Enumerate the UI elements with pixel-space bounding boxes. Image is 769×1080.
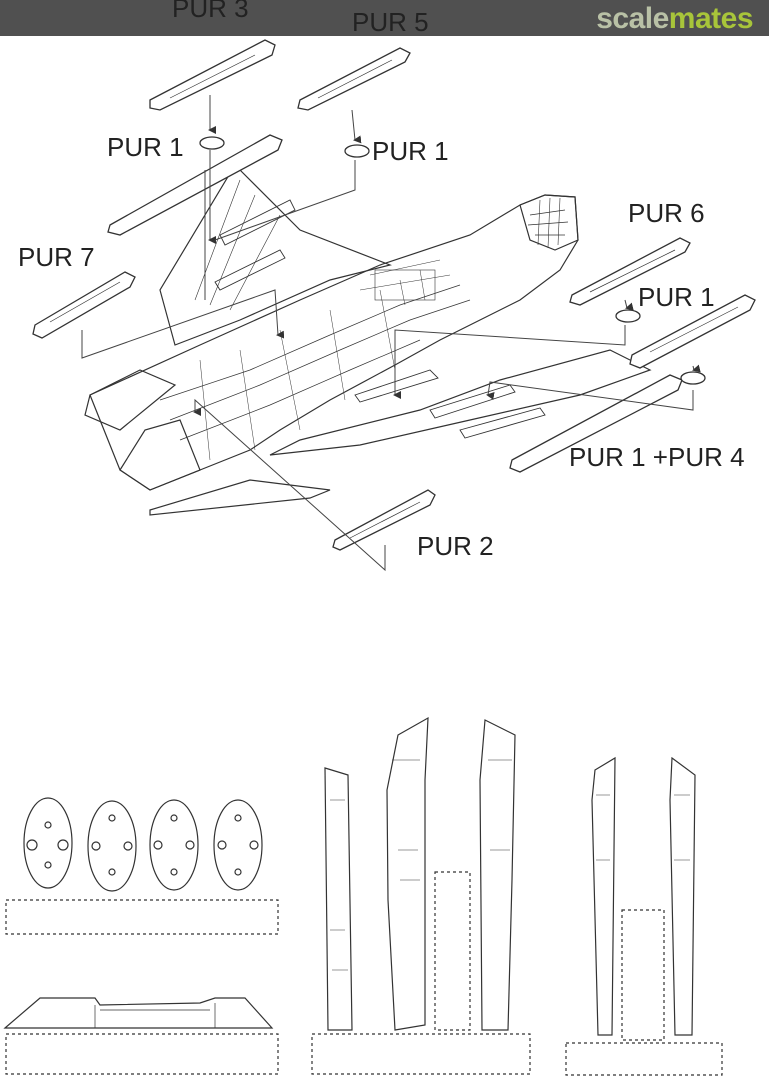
left-wing: [159, 164, 392, 346]
label-pur2: PUR 2: [417, 531, 494, 561]
pylon-pur2: [332, 489, 436, 551]
scalemates-watermark: scalemates: [596, 2, 753, 35]
pur1-disk-right: [615, 309, 641, 323]
vertical-tail: [119, 419, 201, 491]
parts-sheet: [3, 716, 723, 1076]
label-pur1-right: PUR 1: [638, 282, 715, 312]
label-pur6: PUR 6: [628, 198, 705, 228]
pylon-strip-e: [669, 756, 696, 1036]
label-pur1-center: PUR 1: [372, 136, 449, 166]
pur1-oval-parts: [23, 797, 263, 892]
sprue-frame-1: [5, 899, 279, 935]
fuselage-outline: [89, 194, 579, 491]
pylon-strip-a: [324, 767, 353, 1031]
sprue-frame-5: [621, 909, 665, 1041]
pylon-pur6: [569, 237, 691, 306]
right-wing: [269, 349, 652, 456]
pylon-upper-wing: [107, 134, 283, 236]
pylon-right-upper: [629, 294, 756, 369]
pylon-pur7: [32, 271, 136, 339]
pylon-strip-b: [386, 716, 429, 1031]
pylon-pur5: [297, 47, 411, 111]
sprue-frame-6: [565, 1042, 723, 1076]
sprue-frame-2: [5, 1033, 279, 1075]
pur1-disk-right-lower: [680, 371, 706, 385]
pylon-pur3: [149, 39, 276, 111]
label-pur7: PUR 7: [18, 242, 95, 272]
sprue-frame-4: [311, 1033, 531, 1075]
label-pur1-left: PUR 1: [107, 132, 184, 162]
pylon-strip-d: [591, 756, 616, 1036]
pylon-side-part: [3, 997, 274, 1029]
right-tailplane: [149, 479, 331, 516]
pur1-disk-left: [199, 136, 225, 150]
label-pur5: PUR 5: [352, 7, 429, 37]
pylon-strip-c: [479, 719, 516, 1031]
pylon-pur1-pur4: [509, 374, 683, 473]
label-pur3: PUR 3: [172, 0, 249, 23]
label-pur1-pur4: PUR 1 +PUR 4: [569, 442, 745, 472]
top-banner: scalemates: [0, 0, 769, 36]
pylon-parts: [32, 39, 756, 551]
leader-lines: [81, 95, 701, 572]
sprue-frame-3: [434, 871, 471, 1031]
pur1-disk-center: [344, 144, 370, 158]
aircraft-drawing: [84, 164, 652, 516]
canopy: [519, 194, 579, 251]
left-tailplane: [84, 369, 177, 431]
